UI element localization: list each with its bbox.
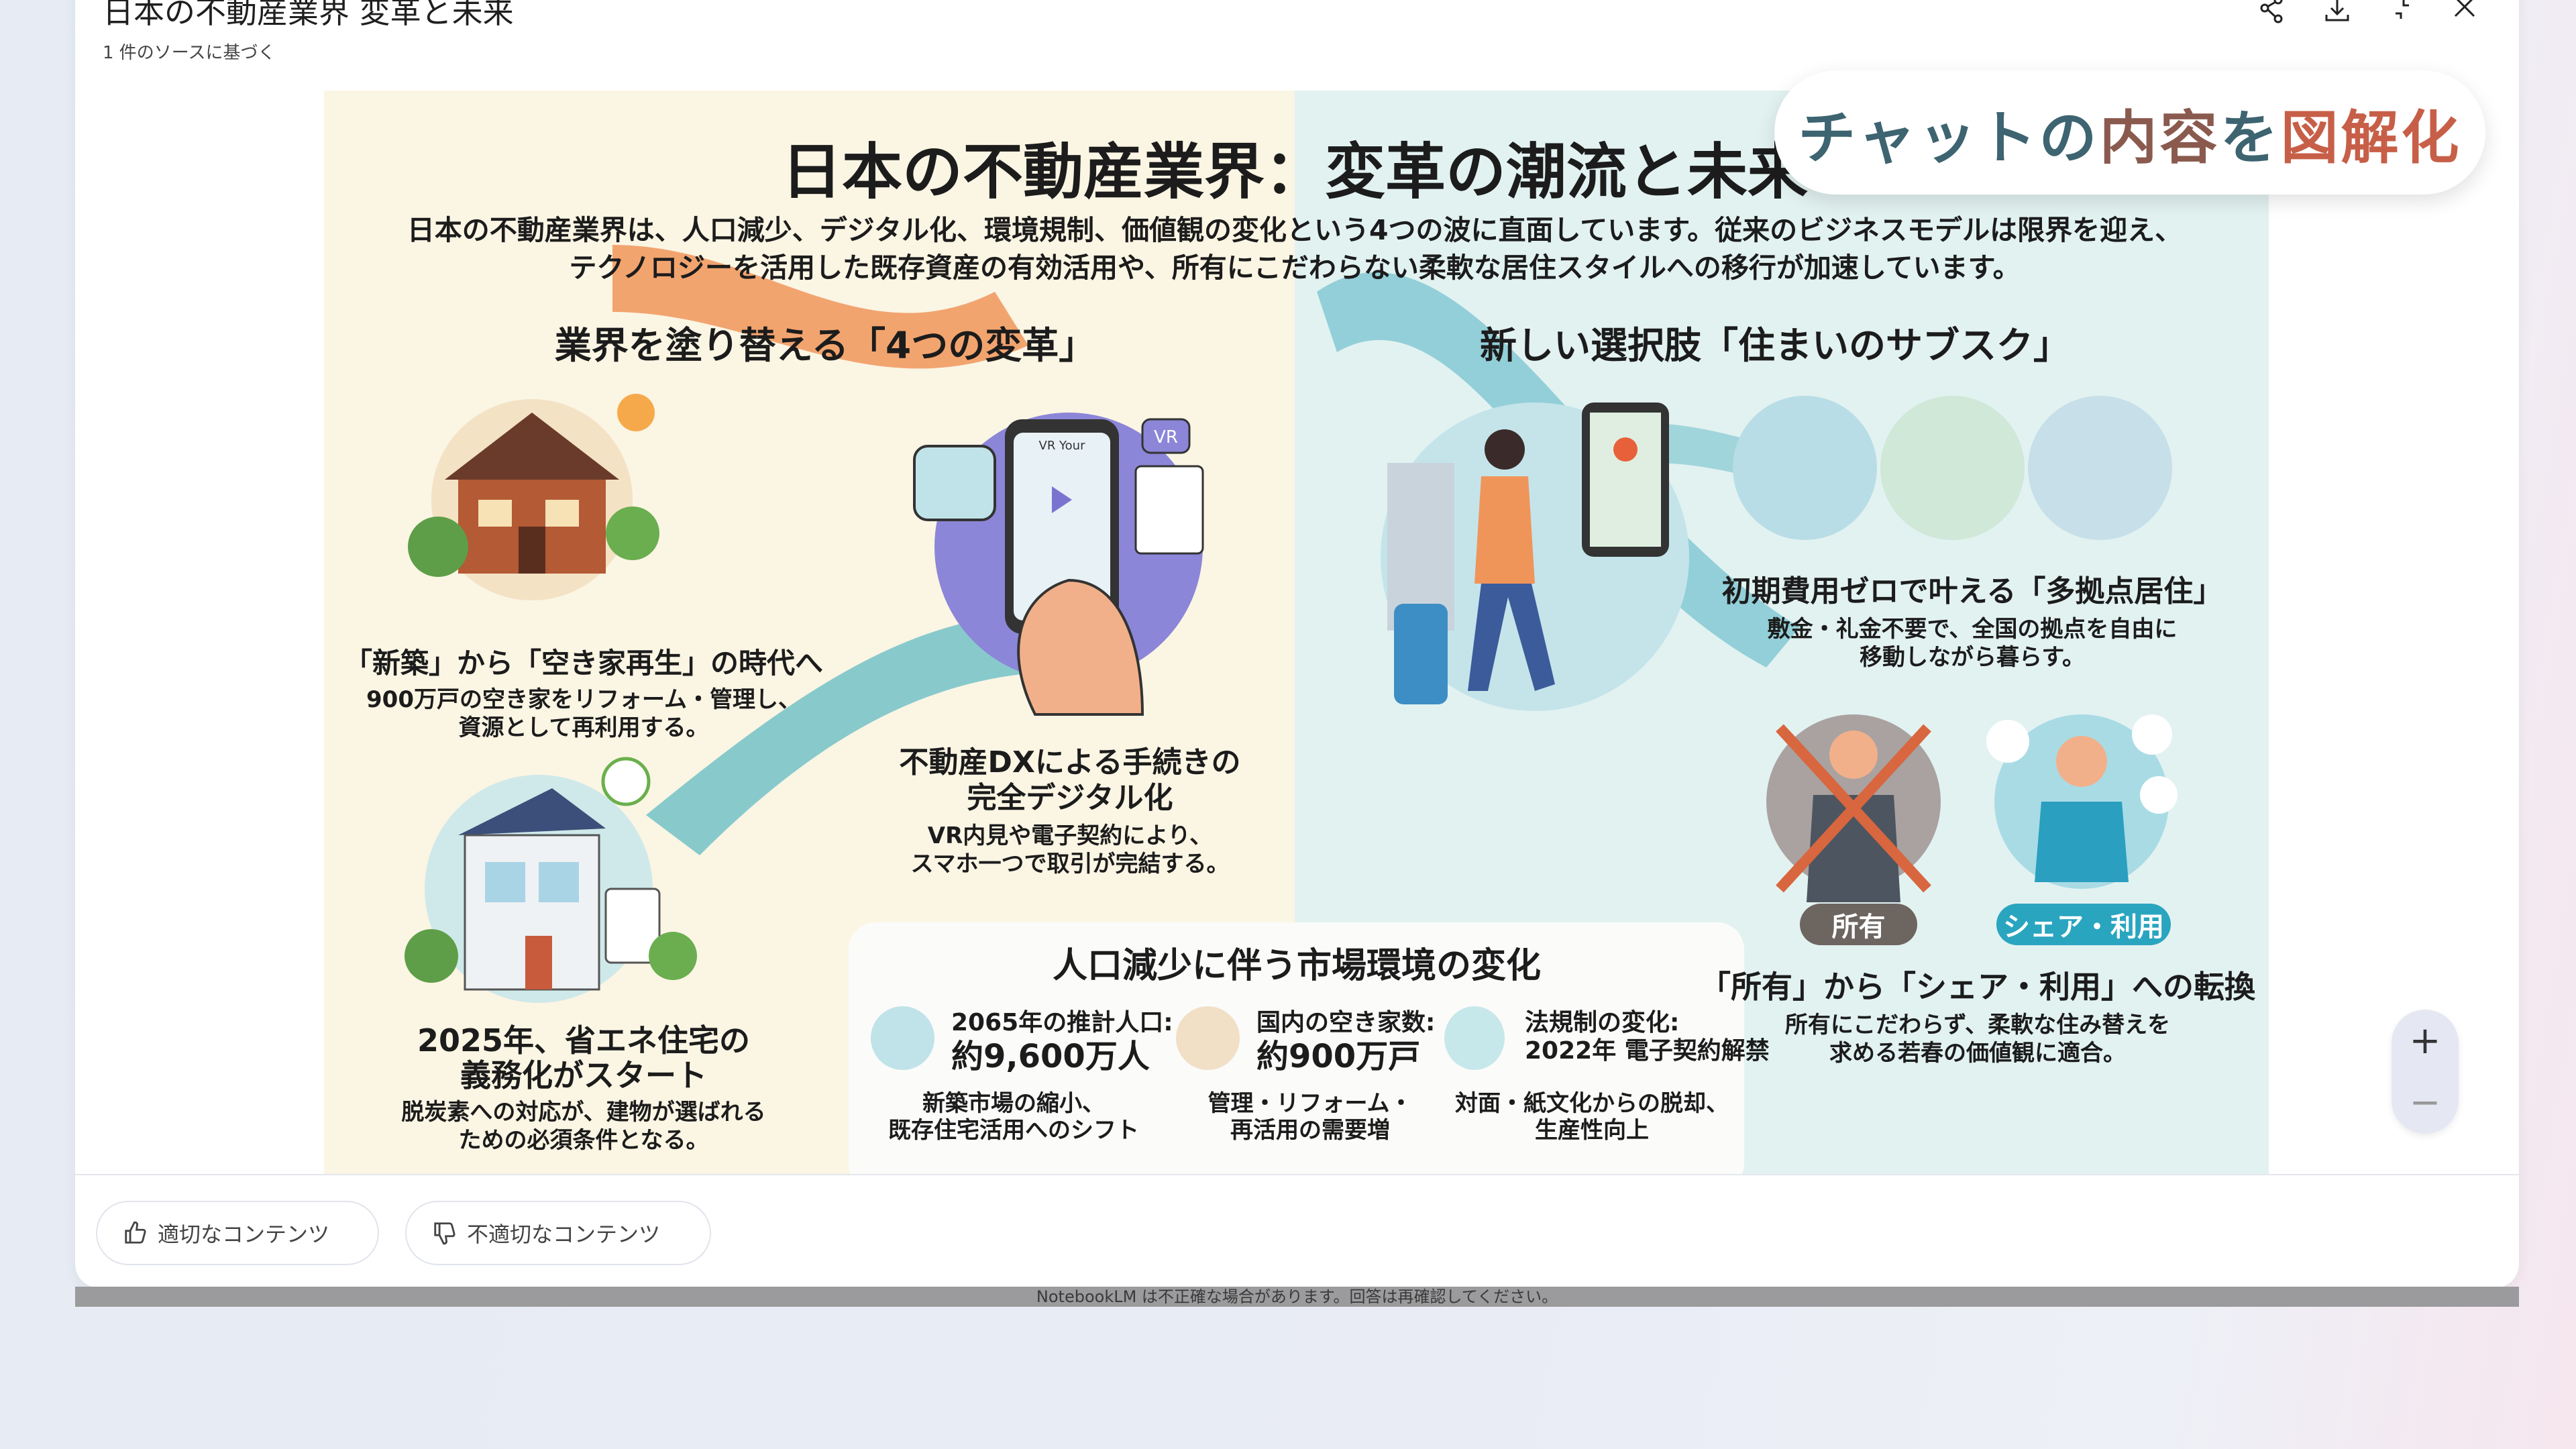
item-3-desc-2: ための必須条件となる。 — [458, 1127, 709, 1154]
city-apartment-image — [1733, 396, 1877, 540]
stat-2-desc-2: 再活用の需要増 — [1230, 1117, 1390, 1144]
play-icon — [1052, 486, 1072, 513]
ownership-crossed-illustration — [1766, 714, 1941, 902]
badge-text-3: を — [2220, 105, 2281, 172]
hand-icon — [1017, 578, 1144, 716]
share-user-illustration — [1986, 714, 2178, 889]
document-icon — [1444, 1006, 1505, 1070]
item-3-desc-1: 脱炭素への対応が、建物が選ばれる — [401, 1099, 766, 1126]
share-pill: シェア・利用 — [1996, 904, 2171, 945]
item-3-heading-1: 2025年、省エネ住宅の — [417, 1022, 751, 1059]
right-section-heading: 新しい選択肢「住まいのサブスク」 — [1479, 324, 2071, 367]
people-icon — [871, 1006, 934, 1070]
rural-house-image — [1880, 396, 2025, 540]
stat-2-label: 国内の空き家数: — [1256, 1009, 1436, 1036]
good-content-button[interactable]: 適切なコンテンツ — [96, 1201, 379, 1265]
stat-3-value: 2022年 電子契約解禁 — [1525, 1037, 1770, 1065]
good-content-label: 適切なコンテンツ — [158, 1222, 330, 1247]
download-icon[interactable] — [2321, 0, 2353, 27]
item-2-heading-2: 完全デジタル化 — [967, 781, 1173, 815]
suitcase-icon — [1394, 604, 1448, 704]
stat-1-desc-2: 既存住宅活用へのシフト — [888, 1117, 1139, 1144]
item-3-heading-2: 義務化がスタート — [460, 1057, 707, 1093]
stat-2-desc-1: 管理・リフォーム・ — [1208, 1090, 1413, 1117]
source-count: 1 件のソースに基づく — [103, 43, 276, 63]
community-icon — [1986, 720, 2029, 763]
item-2-heading-1: 不動産DXによる手続きの — [899, 745, 1241, 780]
badge-text-4: 図解化 — [2280, 105, 2462, 172]
shield-icon — [2132, 714, 2172, 755]
left-section-heading: 業界を塗り替える「4つの変革」 — [554, 324, 1096, 367]
summary-line-1: 日本の不動産業界は、人口減少、デジタル化、環境規制、価値観の変化という4つの波に… — [407, 214, 2183, 246]
visualize-chat-badge: チャットの内容を図解化 — [1774, 70, 2485, 195]
zoom-in-button[interactable]: + — [2409, 1018, 2441, 1063]
share-icon[interactable] — [2255, 0, 2288, 27]
sun-icon — [617, 394, 655, 431]
digital-transaction-illustration: VR Your VR — [913, 413, 1204, 716]
close-icon[interactable] — [2449, 0, 2481, 27]
infographic-image: 日本の不動産業界：変革の潮流と未来 日本の不動産業界は、人口減少、デジタル化、環… — [324, 91, 2269, 1174]
document-bubble-icon — [2140, 776, 2178, 814]
stat-1-desc-1: 新築市場の縮小、 — [922, 1090, 1105, 1117]
stat-3-desc-1: 対面・紙文化からの脱却、 — [1455, 1090, 1729, 1117]
zoom-out-button[interactable]: − — [2409, 1080, 2441, 1124]
item-5-heading: 「所有」から「シェア・利用」への転換 — [1700, 969, 2255, 1005]
eco-house-illustration — [405, 757, 697, 1003]
footer-divider — [75, 1174, 2519, 1175]
market-stats-box — [849, 922, 1744, 1174]
infographic-title: 日本の不動産業界：変革の潮流と未来 — [782, 137, 1808, 207]
item-1-desc-1: 900万戸の空き家をリフォーム・管理し、 — [366, 686, 801, 713]
item-5-desc-2: 求める若春の価値観に適合。 — [1829, 1040, 2126, 1067]
contract-icon — [1134, 465, 1204, 555]
bad-content-label: 不適切なコンテンツ — [467, 1222, 661, 1247]
energy-label-icon — [604, 888, 661, 964]
own-pill: 所有 — [1800, 904, 1917, 945]
vr-tag: VR — [1154, 427, 1178, 447]
stat-1-label: 2065年の推計人口: — [951, 1009, 1173, 1036]
renovated-house-illustration — [408, 394, 659, 600]
house-icon — [1176, 1006, 1240, 1070]
item-4-desc-2: 移動しながら暮らす。 — [1860, 644, 2085, 671]
modal-title: 日本の不動産業界 変革と未来 — [103, 0, 514, 30]
collapse-icon[interactable] — [2385, 0, 2417, 27]
stat-1-value: 約9,600万人 — [951, 1038, 1150, 1075]
vr-headset-icon — [913, 445, 996, 521]
thumbs-up-icon — [125, 1221, 146, 1244]
stat-3-label: 法規制の変化: — [1525, 1009, 1680, 1036]
disclaimer: NotebookLM は不正確な場合があります。回答は再確認してください。 — [75, 1287, 2519, 1307]
badge-text-1: チャットの — [1798, 105, 2100, 172]
phone-screen-label: VR Your — [1039, 439, 1086, 453]
item-1-desc-2: 資源として再利用する。 — [458, 714, 709, 741]
item-4-desc-1: 敷金・礼金不要で、全国の拠点を自由に — [1767, 616, 2178, 643]
zoom-control: + − — [2392, 1010, 2459, 1134]
thumbs-down-icon — [434, 1222, 455, 1245]
stat-3-desc-2: 生産性向上 — [1535, 1117, 1649, 1144]
market-heading: 人口減少に伴う市場環境の変化 — [1052, 946, 1542, 986]
item-4-heading: 初期費用ゼロで叶える「多拠点居住」 — [1721, 574, 2223, 608]
teal-flow-band — [646, 614, 1022, 855]
bad-content-button[interactable]: 不適切なコンテンツ — [405, 1201, 711, 1265]
item-2-desc-1: VR内見や電子契約により、 — [927, 822, 1213, 849]
traveler-illustration — [1381, 402, 1689, 711]
mountain-cabin-image — [2028, 396, 2172, 540]
summary-line-2: テクノロジーを活用した既存資産の有効活用や、所有にこだわらない柔軟な居住スタイル… — [569, 252, 2021, 284]
item-5-desc-1: 所有にこだわらず、柔軟な住み替えを — [1784, 1012, 2171, 1038]
badge-text-2: 内容 — [2099, 105, 2220, 172]
item-2-desc-2: スマホ一つで取引が完結する。 — [910, 851, 1230, 877]
item-1-heading: 「新築」から「空き家再生」の時代へ — [343, 647, 824, 680]
leaf-icon — [601, 757, 651, 806]
stat-2-value: 約900万戸 — [1256, 1038, 1421, 1075]
orange-flow-band — [612, 245, 1028, 369]
